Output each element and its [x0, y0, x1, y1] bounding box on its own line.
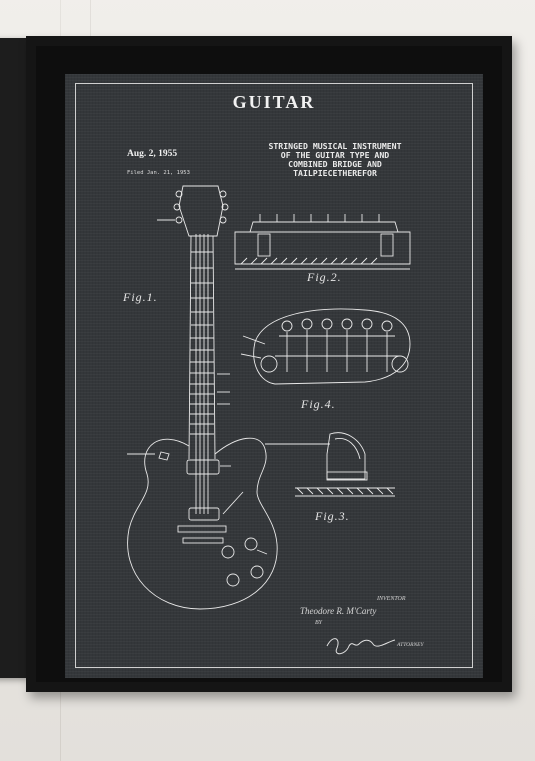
signature-scribble: [326, 638, 396, 655]
patent-drawings: [127, 185, 411, 655]
attorney-label: ATTORNEY: [397, 642, 424, 648]
description-line: TAILPIECETHEREFOR: [293, 168, 377, 178]
adjacent-frame: [0, 38, 26, 678]
description-line: COMBINED BRIDGE AND: [288, 159, 382, 169]
patent-description: STRINGED MUSICAL INSTRUMENT OF THE GUITA…: [235, 142, 435, 178]
patent-print-canvas: GUITAR Aug. 2, 1955 Filed Jan. 21, 1953 …: [65, 74, 483, 678]
inventor-label: INVENTOR: [377, 596, 406, 602]
fig2-bridge-drawing: [234, 214, 411, 270]
description-line: OF THE GUITAR TYPE AND: [280, 150, 390, 160]
patent-date: Aug. 2, 1955: [127, 149, 178, 159]
guitar-drawing: [127, 185, 278, 610]
patent-title: GUITAR: [232, 92, 316, 112]
fig2-label: Fig.2.: [307, 270, 342, 284]
fig1-label: Fig.1.: [123, 290, 158, 304]
inventor-name: Theodore R. M'Carty: [300, 606, 377, 616]
fig4-bridge-drawing: [240, 308, 411, 385]
picture-frame: GUITAR Aug. 2, 1955 Filed Jan. 21, 1953 …: [26, 36, 512, 692]
print-border: [75, 83, 473, 668]
fig3-section-drawing: [265, 432, 395, 497]
fig4-label: Fig.4.: [301, 397, 336, 411]
by-label: BY: [315, 620, 323, 626]
fig3-label: Fig.3.: [315, 509, 350, 523]
description-line: STRINGED MUSICAL INSTRUMENT: [268, 141, 402, 151]
filed-date: Filed Jan. 21, 1953: [127, 170, 190, 176]
frame-shadow-gap: GUITAR Aug. 2, 1955 Filed Jan. 21, 1953 …: [36, 46, 502, 682]
wall-seam: [90, 0, 91, 40]
